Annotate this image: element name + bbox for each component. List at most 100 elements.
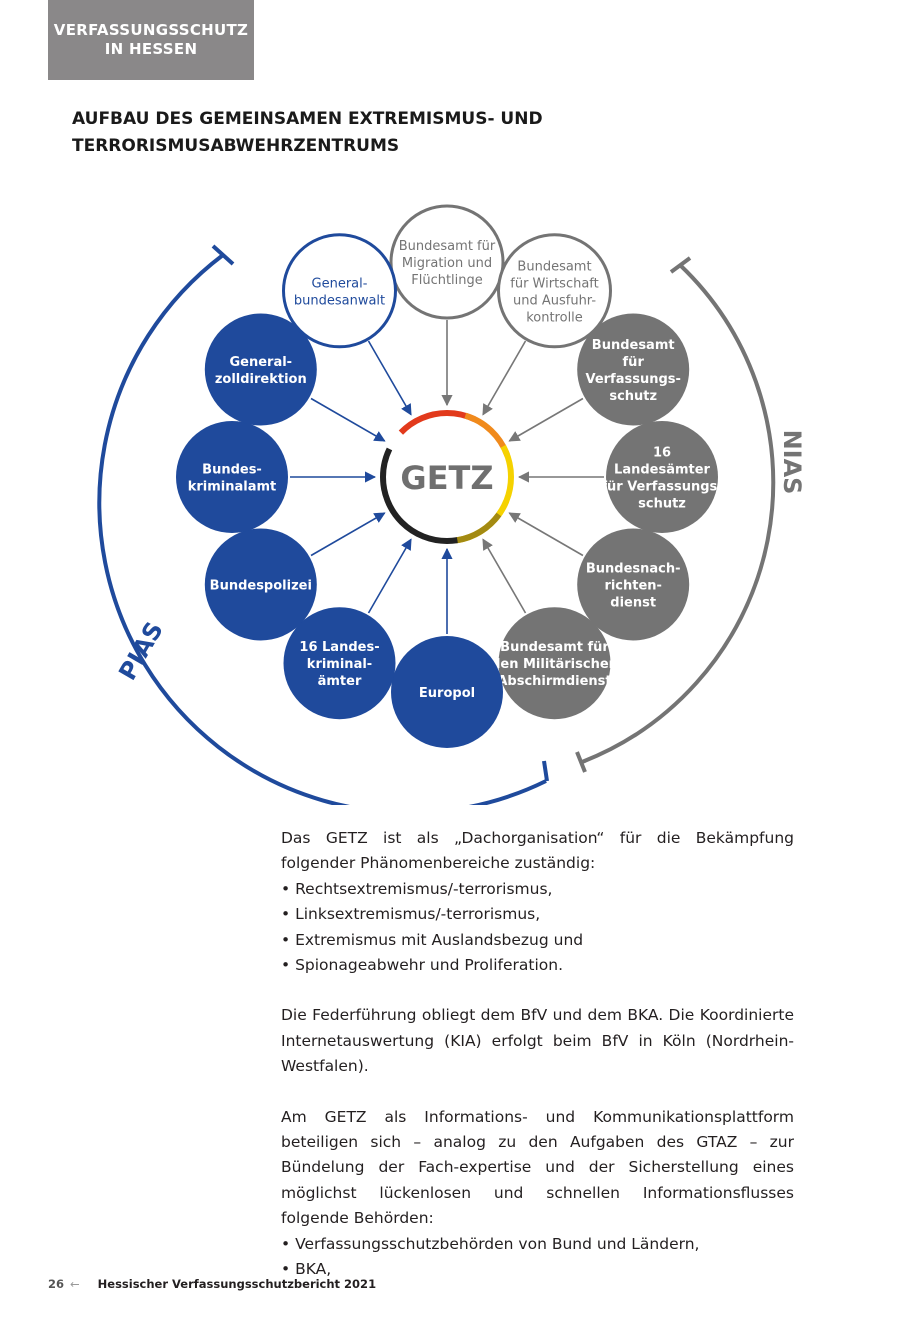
node-label-zoll: General-zolldirektion — [215, 355, 307, 387]
node-label-line: Landesämter — [614, 463, 711, 478]
node-label-bpol: Bundespolizei — [210, 579, 312, 594]
list-item: Rechtsextremismus/-terrorismus, — [281, 877, 794, 902]
node-label-line: Bundesamt — [592, 338, 675, 353]
node-circle-bnd — [577, 528, 690, 641]
node-label-wirtschaft: Bundesamt für Wirtschaft und Ausfuhr-kontr… — [510, 259, 599, 325]
node-label-line: schutz — [609, 389, 657, 404]
node-circle-zoll — [204, 313, 317, 426]
paragraph-3: Am GETZ als Informations- und Kommunikat… — [281, 1107, 794, 1228]
arrow-wirtschaft — [482, 340, 527, 416]
node-bnd: Bundesnach-richten-dienst — [577, 528, 690, 641]
node-label-europol: Europol — [419, 686, 475, 701]
page-footer: 26 ← Hessischer Verfassungsschutzbericht… — [48, 1277, 376, 1291]
node-bpol: Bundespolizei — [204, 528, 317, 641]
node-bka: Bundes-kriminalamt — [176, 421, 288, 533]
page-number: 26 — [48, 1277, 65, 1291]
node-label-bnd: Bundesnach-richten-dienst — [586, 562, 681, 611]
node-label-line: Flüchtlinge — [411, 273, 483, 288]
page-title: AUFBAU DES GEMEINSAMEN EXTREMISMUS- UND … — [72, 106, 772, 160]
list-item: Spionageabwehr und Proliferation. — [281, 953, 794, 978]
node-circle-lfv — [606, 421, 718, 533]
node-label-line: Europol — [419, 686, 475, 701]
back-arrow-icon[interactable]: ← — [70, 1277, 80, 1291]
arrow-gba — [367, 340, 412, 416]
getz-ring-red — [380, 410, 514, 544]
paragraph-2: Die Federführung obliegt dem BfV und dem… — [281, 1006, 794, 1076]
node-wirtschaft: Bundesamt für Wirtschaft und Ausfuhr-kontr… — [497, 233, 612, 349]
node-label-line: General- — [312, 276, 368, 291]
page-title-line1: AUFBAU DES GEMEINSAMEN EXTREMISMUS- UND — [72, 109, 543, 129]
arrow-bfv — [508, 397, 584, 442]
section-header-line1: VERFASSUNGSSCHUTZ — [53, 21, 249, 39]
node-label-line: Bundes- — [202, 463, 262, 478]
node-label-line: Abschirmdienst — [497, 674, 611, 689]
node-label-line: Migration und — [402, 256, 492, 271]
page-title-line2: TERRORISMUSABWEHRZENTRUMS — [72, 136, 400, 156]
node-circle-bpol — [204, 528, 317, 641]
pias-arc — [97, 253, 547, 805]
getz-ring-top — [380, 410, 514, 544]
node-label-line: für — [623, 355, 645, 370]
arrow-zoll — [310, 397, 386, 442]
pias-label: PIAS — [113, 617, 168, 685]
paragraph-1: Das GETZ ist als „Dachorganisation“ für … — [281, 829, 794, 873]
phenomena-list: Rechtsextremismus/-terrorismus, Linksext… — [281, 877, 794, 979]
node-circle-gba — [282, 233, 397, 349]
node-label-line: und Ausfuhr- — [513, 293, 596, 308]
node-label-lka: 16 Landes-kriminal-ämter — [299, 640, 379, 689]
node-label-line: den Militärischen — [491, 657, 618, 672]
node-label-line: bundesanwalt — [294, 293, 385, 308]
nias-label: NIAS — [778, 430, 806, 495]
node-label-line: kontrolle — [526, 310, 583, 325]
getz-ring-black — [380, 410, 514, 544]
arrow-bpol — [310, 512, 386, 557]
node-circle-europol — [391, 636, 503, 748]
node-label-line: kriminal- — [307, 657, 372, 672]
arrows-layer — [290, 320, 604, 634]
node-label-line: Bundesnach- — [586, 562, 681, 577]
node-label-line: schutz — [638, 497, 686, 512]
node-label-bka: Bundes-kriminalamt — [188, 463, 277, 495]
list-item: Linksextremismus/-terrorismus, — [281, 902, 794, 927]
node-circle-lka — [283, 607, 396, 720]
node-label-line: Bundesamt für — [399, 239, 496, 254]
node-label-line: 16 Landes- — [299, 640, 379, 655]
node-label-line: zolldirektion — [215, 372, 307, 387]
arrow-mad — [482, 538, 527, 614]
list-item: BKA, — [281, 1257, 794, 1282]
node-gba: General-bundesanwalt — [282, 233, 397, 349]
node-label-line: Verfassungs- — [585, 372, 680, 387]
node-label-line: für Wirtschaft — [510, 276, 599, 291]
node-circle-bka — [176, 421, 288, 533]
node-lka: 16 Landes-kriminal-ämter — [283, 607, 396, 720]
node-label-line: 16 — [653, 446, 671, 461]
node-label-line: Bundespolizei — [210, 579, 312, 594]
nias-arc — [581, 263, 776, 764]
section-header-tab: VERFASSUNGSSCHUTZ IN HESSEN — [48, 0, 254, 80]
node-label-line: Bundesamt für — [500, 640, 609, 655]
pias-arc-start-cap — [211, 244, 235, 266]
node-europol: Europol — [391, 636, 503, 748]
arrow-lka — [367, 538, 412, 614]
node-label-line: kriminalamt — [188, 480, 277, 495]
node-circle-mad — [498, 607, 611, 720]
authorities-list: Verfassungsschutzbehörden von Bund und L… — [281, 1232, 794, 1283]
getz-center: GETZ — [380, 410, 514, 544]
node-label-line: dienst — [610, 596, 656, 611]
footer-title: Hessischer Verfassungsschutzbericht 2021 — [97, 1277, 377, 1291]
getz-label: GETZ — [400, 459, 493, 497]
getz-ring-yellow — [380, 410, 514, 544]
list-item: Extremismus mit Auslandsbezug und — [281, 928, 794, 953]
node-label-line: Bundesamt — [517, 259, 591, 274]
node-circle-bfv — [577, 313, 690, 426]
nias-arc-start-cap — [669, 256, 692, 274]
arrow-bnd — [508, 512, 584, 557]
